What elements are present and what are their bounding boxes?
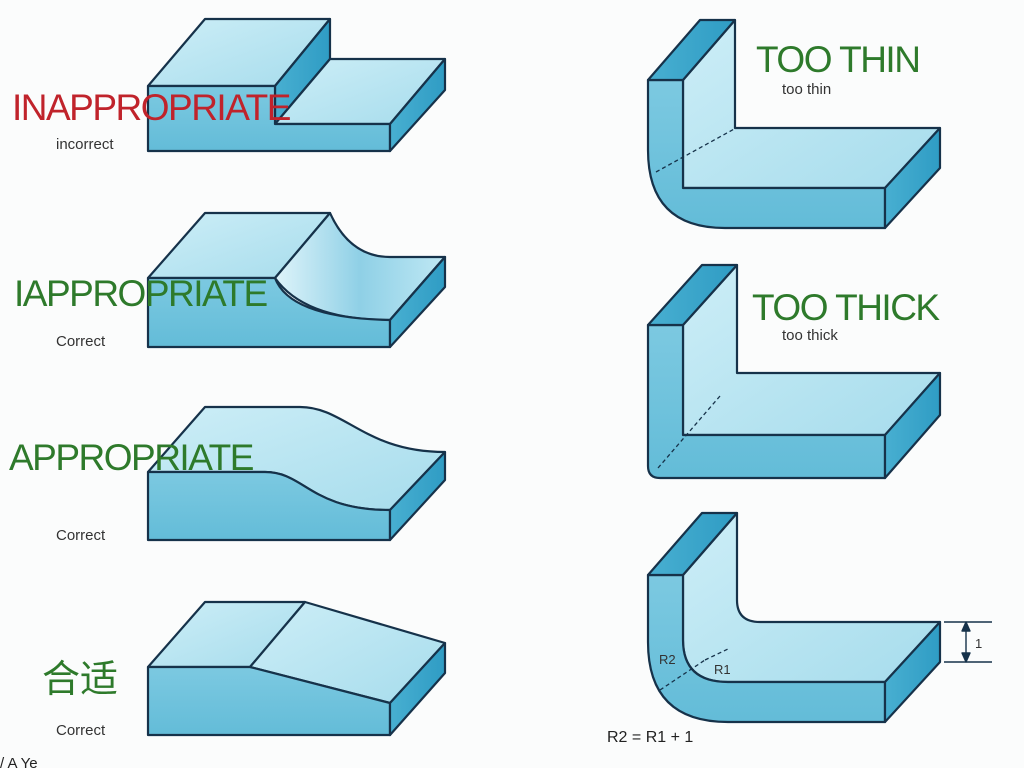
label-correct-2: Correct	[56, 527, 106, 544]
step-taper-side	[388, 641, 447, 737]
footer-fragment: / A Ye	[0, 755, 38, 768]
dim-arrow-up	[961, 621, 971, 632]
bracket-thick-upright-top	[646, 263, 739, 327]
step-fillet-part	[146, 211, 447, 349]
label-correct-1: Correct	[56, 333, 106, 350]
bracket-thin-upright-top	[646, 18, 737, 82]
label-appropriate: APPROPRIATE	[9, 437, 254, 478]
label-inappropriate: INAPPROPRIATE	[12, 87, 291, 128]
bracket-correct-r2-line	[659, 659, 706, 691]
bracket-thin-side	[883, 126, 942, 230]
bracket-correct-part	[646, 511, 942, 724]
bracket-thick-dim-line	[657, 395, 721, 469]
step-sharp-side	[388, 57, 447, 153]
label-too-thin-sub: too thin	[782, 81, 831, 98]
step-sharp-part	[146, 17, 447, 153]
label-r1: R1	[714, 662, 731, 677]
label-too-thick-sub: too thick	[782, 327, 838, 344]
label-too-thick: TOO THICK	[752, 287, 940, 328]
step-fillet-side	[388, 255, 447, 349]
label-formula: R2 = R1 + 1	[607, 729, 693, 746]
step-smooth-part	[146, 405, 447, 542]
bracket-correct-side	[883, 620, 942, 724]
bracket-thin-dim-line	[655, 127, 737, 173]
thickness-dimension	[944, 621, 992, 663]
label-thickness-1: 1	[975, 636, 982, 651]
label-iappropriate: IAPPROPRIATE	[14, 273, 268, 314]
label-heshi: 合适	[42, 657, 118, 701]
step-smooth-side	[388, 450, 447, 542]
dim-arrow-down	[961, 652, 971, 663]
label-r2: R2	[659, 652, 676, 667]
label-incorrect: incorrect	[56, 136, 114, 153]
bracket-thick-side	[883, 371, 942, 480]
bracket-thick-part	[646, 263, 942, 480]
bracket-correct-top-face	[681, 511, 942, 684]
bracket-thin-part	[646, 18, 942, 230]
bracket-correct-r1-line	[704, 647, 731, 661]
bracket-correct-upright-top	[646, 511, 739, 577]
bracket-thick-front	[646, 323, 887, 480]
label-too-thin: TOO THIN	[756, 39, 919, 80]
label-correct-3: Correct	[56, 722, 106, 739]
step-taper-part	[146, 600, 447, 737]
bracket-correct-front	[646, 573, 887, 724]
